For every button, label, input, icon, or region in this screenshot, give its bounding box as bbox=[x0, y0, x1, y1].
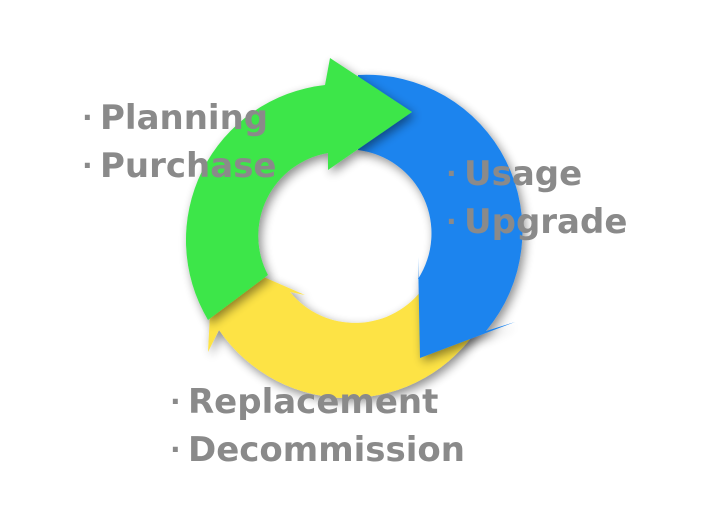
list-item: ·Replacement bbox=[170, 378, 465, 426]
bullet-glyph: · bbox=[170, 385, 181, 418]
list-item: ·Upgrade bbox=[446, 198, 627, 246]
list-item: ·Decommission bbox=[170, 426, 465, 474]
list-item: ·Planning bbox=[82, 94, 277, 142]
bullet-glyph: · bbox=[446, 157, 457, 190]
bullet-glyph: · bbox=[446, 205, 457, 238]
yellow-arrow bbox=[208, 255, 480, 399]
list-item: ·Usage bbox=[446, 150, 627, 198]
label-planning: Planning bbox=[100, 98, 269, 138]
bullet-glyph: · bbox=[82, 149, 93, 182]
green-arrow bbox=[185, 58, 412, 320]
label-group-replacement: ·Replacement ·Decommission bbox=[170, 378, 465, 474]
bullet-glyph: · bbox=[82, 101, 93, 134]
list-item: ·Purchase bbox=[82, 142, 277, 190]
label-replacement: Replacement bbox=[188, 382, 439, 422]
label-group-usage: ·Usage ·Upgrade bbox=[446, 150, 627, 246]
label-decommission: Decommission bbox=[188, 430, 465, 470]
blue-arrow bbox=[358, 74, 523, 359]
label-purchase: Purchase bbox=[100, 146, 277, 186]
bullet-glyph: · bbox=[170, 433, 181, 466]
label-upgrade: Upgrade bbox=[464, 202, 628, 242]
label-group-planning: ·Planning ·Purchase bbox=[82, 94, 277, 190]
label-usage: Usage bbox=[464, 154, 583, 194]
